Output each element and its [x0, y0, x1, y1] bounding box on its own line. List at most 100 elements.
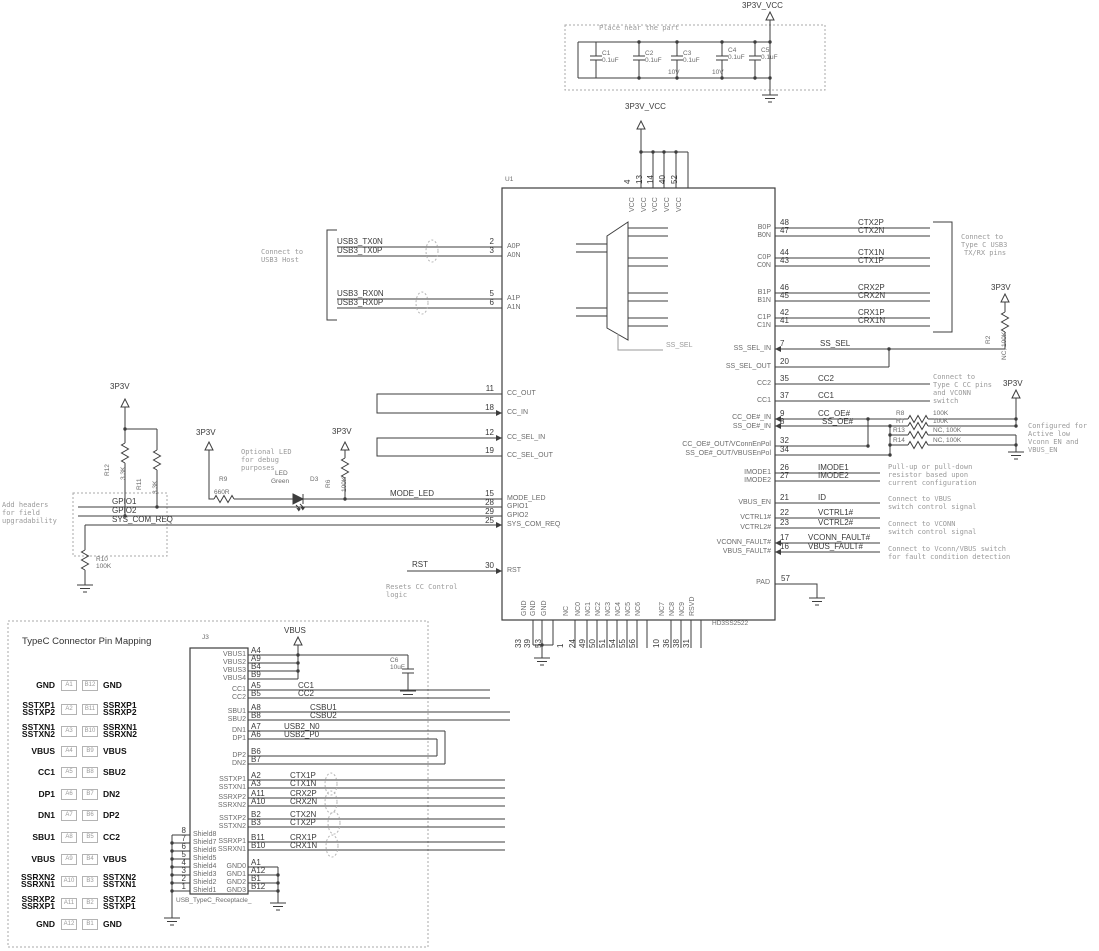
pin-28: 28: [485, 498, 494, 507]
pinname-a0p: A0P: [507, 243, 521, 250]
net-gpio2: GPIO2: [112, 506, 137, 515]
capacitor-c6-icon: [401, 654, 415, 692]
diff-pair-marker: [324, 772, 338, 796]
net-3p3v: 3P3V: [332, 427, 352, 436]
cell-a2: A2: [61, 704, 77, 715]
note-headers-3: upgradability: [2, 517, 57, 525]
u1-chip-body: [501, 187, 776, 621]
pinname-gpio2: GPIO2: [507, 512, 529, 519]
net-usb2-p0: USB2_P0: [284, 730, 320, 739]
pin-17: 17: [780, 533, 789, 542]
conn-pin-6: 6: [181, 842, 186, 851]
pinname-nc4: NC4: [615, 601, 622, 616]
conn-pin-b11: B11: [251, 833, 265, 842]
pinname-vbus-fault: VBUS_FAULT#: [722, 548, 771, 555]
connname-ssrxp2: SSRXP2: [218, 794, 246, 801]
pinname-nc2: NC2: [595, 601, 602, 616]
note-vctrl-2: switch control signal: [888, 528, 977, 536]
diff-pair-marker: [324, 790, 338, 814]
resistor-r10-icon: [81, 549, 89, 571]
pinname-cc-oe-in: CC_OE#_IN: [732, 414, 771, 421]
note-vctrl-1: Connect to VCONN: [888, 520, 956, 528]
ref-d3: D3: [310, 476, 319, 483]
power-3p3v-icon: [120, 398, 130, 408]
connname-sstxp1: SSTXP1: [219, 776, 246, 783]
conn-pin-7: 7: [181, 834, 186, 843]
pin-34: 34: [780, 445, 789, 454]
conn-pin-2: 2: [181, 874, 186, 883]
refdes-u1: U1: [505, 176, 514, 183]
connname-gnd2: GND2: [226, 879, 246, 886]
pin-44: 44: [780, 248, 789, 257]
pin-36: 36: [662, 639, 671, 648]
net-ctx2n: CTX2N: [858, 226, 885, 235]
pinname-nc6: NC6: [635, 601, 642, 616]
pin-13: 13: [635, 175, 644, 184]
cell-b2: B2: [82, 898, 98, 909]
pin-arrow: [495, 521, 503, 529]
net-gpio1: GPIO1: [112, 497, 137, 506]
cell-a4: A4: [61, 746, 77, 757]
cell-b1: B1: [82, 919, 98, 930]
note-cc-2: Type C CC pins: [933, 381, 993, 389]
pin-35: 35: [780, 374, 789, 383]
table-right-vbus: VBUS: [103, 746, 127, 756]
ref-r7: R7: [896, 418, 905, 425]
note-led-3: purposes: [241, 464, 275, 472]
table-left-sstxp1: SSTXP1: [22, 700, 55, 710]
pinname-nc3: NC3: [605, 601, 612, 616]
val-c4-voltage: 10V: [712, 69, 724, 76]
power-3p3v-icon: [204, 441, 214, 451]
net-mode-led: MODE_LED: [390, 489, 435, 498]
pin-arrow: [495, 567, 503, 575]
pinname-rsvd: RSVD: [689, 596, 696, 616]
gnd-icon: [1007, 451, 1025, 460]
conn-pin-b3: B3: [251, 818, 261, 827]
note-led-2: for debug: [241, 456, 279, 464]
connname-shield3: Shield3: [193, 871, 217, 878]
note-rst-1: Resets CC Control: [386, 583, 458, 591]
cell-b12: B12: [82, 680, 98, 691]
table-right-cc2: CC2: [103, 832, 121, 842]
conn-pin-a11: A11: [251, 789, 265, 798]
decoupling-box: [564, 24, 826, 91]
pin-31: 31: [682, 639, 691, 648]
refdes-j3: J3: [202, 634, 209, 641]
pinname-ss-oe-out: SS_OE#_OUT/VBUSEnPol: [685, 450, 771, 457]
table-left-sstxp2: SSTXP2: [22, 707, 55, 717]
pin-25: 25: [485, 516, 494, 525]
pin-15: 15: [485, 489, 494, 498]
connname-vbus2: VBUS2: [223, 659, 246, 666]
val-r9: 660R: [214, 489, 230, 496]
pinname-imode2: IMODE2: [744, 477, 771, 484]
pinname-sys-com-req: SYS_COM_REQ: [507, 521, 561, 528]
pin-10: 10: [652, 639, 661, 648]
pinname-vcc: VCC: [629, 197, 636, 212]
pin-40: 40: [658, 175, 667, 184]
pinname-vcc: VCC: [676, 197, 683, 212]
note-imode-2: resistor based upon: [888, 471, 969, 479]
val-r2: NC, 100K: [1001, 331, 1008, 360]
ref-c2: C2: [645, 50, 654, 57]
ref-r11: R11: [136, 478, 143, 490]
note-place-near-part: Place near the part: [599, 24, 680, 32]
net-cc-oe: CC_OE#: [818, 409, 851, 418]
pin-54: 54: [608, 639, 617, 648]
pin-42: 42: [780, 308, 789, 317]
ref-r12: R12: [104, 464, 111, 476]
net-vconn-fault: VCONN_FAULT#: [808, 533, 871, 542]
junction-dots: [123, 40, 1018, 893]
resistor-r6-icon: [341, 457, 349, 479]
cell-a7: A7: [61, 810, 77, 821]
connname-shield2: Shield2: [193, 879, 217, 886]
pinname-nc8: NC8: [669, 601, 676, 616]
net-vbus: VBUS: [284, 626, 306, 635]
pinname-cc-sel-in: CC_SEL_IN: [507, 434, 546, 441]
part-usb-typec-receptacle: USB_TypeC_Receptacle_: [176, 897, 252, 904]
val-r14: NC, 100K: [933, 437, 962, 444]
table-right-ssrxp1: SSRXP1: [103, 700, 137, 710]
cell-a11: A11: [61, 898, 77, 909]
cell-a10: A10: [61, 876, 77, 887]
connname-vbus3: VBUS3: [223, 667, 246, 674]
